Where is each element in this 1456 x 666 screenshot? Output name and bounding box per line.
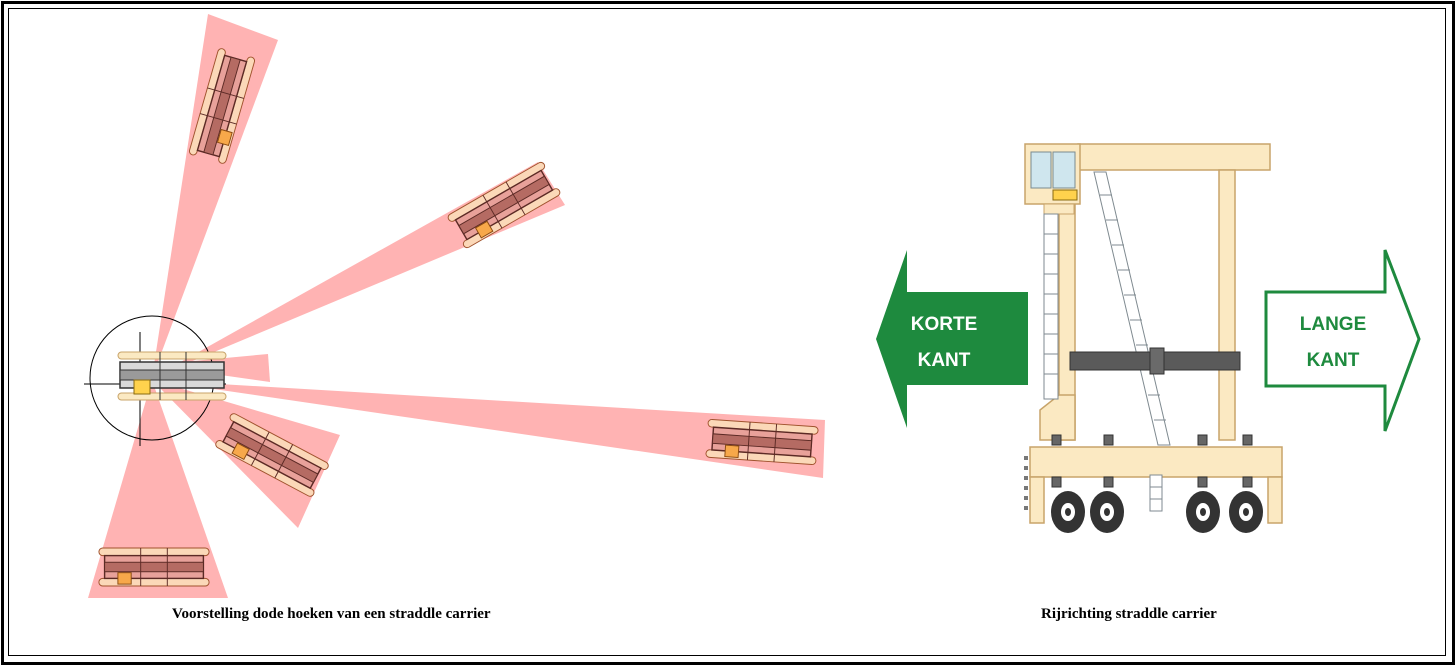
arrow-right-label-line1: LANGE xyxy=(1300,314,1367,335)
blind-spot-wedge-north xyxy=(152,14,278,378)
inner-border xyxy=(8,8,1446,656)
side-markers xyxy=(1024,456,1028,510)
wheel xyxy=(1229,491,1263,533)
frame-bolts xyxy=(1051,434,1253,488)
carrier-east xyxy=(704,418,820,466)
carrier-south xyxy=(98,547,210,587)
carrier-frame xyxy=(1029,143,1283,524)
caption-direction: Rijrichting straddle carrier xyxy=(1041,606,1217,622)
arrow-korte-kant xyxy=(876,250,1028,428)
arrow-left-label-line2: KANT xyxy=(918,350,971,371)
blind-spot-wedge-south xyxy=(88,380,228,598)
wheels xyxy=(1051,491,1263,533)
cabin xyxy=(1024,143,1081,215)
spreader-beam xyxy=(1069,347,1241,375)
wheel xyxy=(1186,491,1220,533)
caption-blind-spots: Voorstelling dode hoeken van een straddl… xyxy=(172,606,491,622)
arrow-right-label-line2: KANT xyxy=(1307,350,1360,371)
arrow-left-label-line1: KORTE xyxy=(911,314,978,335)
central-straddle-carrier xyxy=(117,351,227,401)
wheel xyxy=(1090,491,1124,533)
ladder-vertical xyxy=(1043,213,1059,400)
arrow-lange-kant xyxy=(1264,249,1421,432)
blind-spot-diagram xyxy=(84,14,825,598)
wheel xyxy=(1051,491,1085,533)
blind-spot-wedge-east-long xyxy=(152,380,825,478)
side-view-diagram: KORTE KANT LANGE KANT xyxy=(876,143,1421,533)
